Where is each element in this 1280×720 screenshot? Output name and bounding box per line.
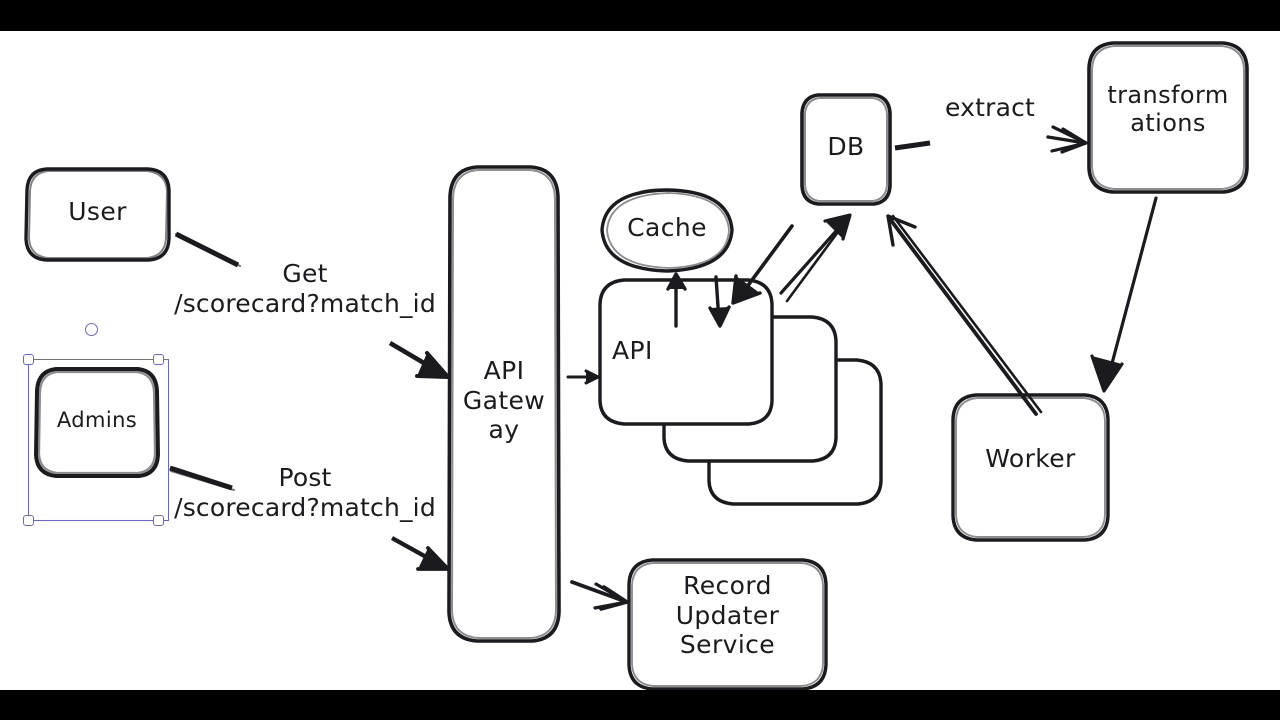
node-cache-shape[interactable] (600, 188, 734, 273)
edge-db-to-api[interactable] (731, 224, 794, 305)
node-db-shape[interactable] (800, 93, 892, 206)
edge-label-post-request[interactable]: Post /scorecard?match_id (174, 463, 436, 522)
node-transformations-shape[interactable] (1087, 41, 1249, 194)
edge-admins-to-gateway[interactable] (169, 465, 235, 491)
arrow-post-into-gateway (390, 536, 450, 571)
edge-gateway-to-api[interactable] (566, 369, 600, 385)
selection-frame (28, 359, 169, 521)
node-record-updater-shape[interactable] (627, 558, 828, 690)
rotation-handle[interactable] (85, 323, 98, 336)
edge-cache-to-api[interactable] (708, 275, 731, 328)
edge-api-to-cache[interactable] (666, 272, 687, 328)
edge-user-to-gateway[interactable] (174, 231, 241, 268)
edge-gateway-to-record-updater[interactable] (570, 580, 629, 611)
handle-bottom-left[interactable] (23, 515, 34, 526)
handle-bottom-right[interactable] (153, 515, 164, 526)
node-api-gateway-shape[interactable] (447, 165, 561, 643)
arrow-get-into-gateway (388, 341, 450, 379)
handle-top-right[interactable] (153, 354, 164, 365)
letterbox-bottom-bar (0, 690, 1280, 720)
letterbox-top-bar (0, 0, 1280, 31)
edge-transformations-to-worker[interactable] (1090, 196, 1158, 393)
node-worker-shape[interactable] (951, 393, 1110, 542)
diagram-vector-layer (24, 41, 1249, 690)
handle-top-left[interactable] (23, 354, 34, 365)
edge-label-extract[interactable]: extract (944, 93, 1036, 122)
edge-worker-to-db[interactable] (886, 214, 1043, 416)
node-api-1-shape[interactable] (598, 278, 774, 426)
edge-label-get-request[interactable]: Get /scorecard?match_id (174, 259, 436, 318)
node-user-shape[interactable] (24, 167, 171, 262)
edge-db-to-transformations[interactable] (894, 125, 1088, 154)
edge-api-to-db[interactable] (779, 213, 852, 303)
drawing-canvas[interactable]: User Admins API Gatew ay Cache API DB tr… (0, 31, 1280, 690)
node-admins-shape[interactable] (34, 367, 160, 478)
